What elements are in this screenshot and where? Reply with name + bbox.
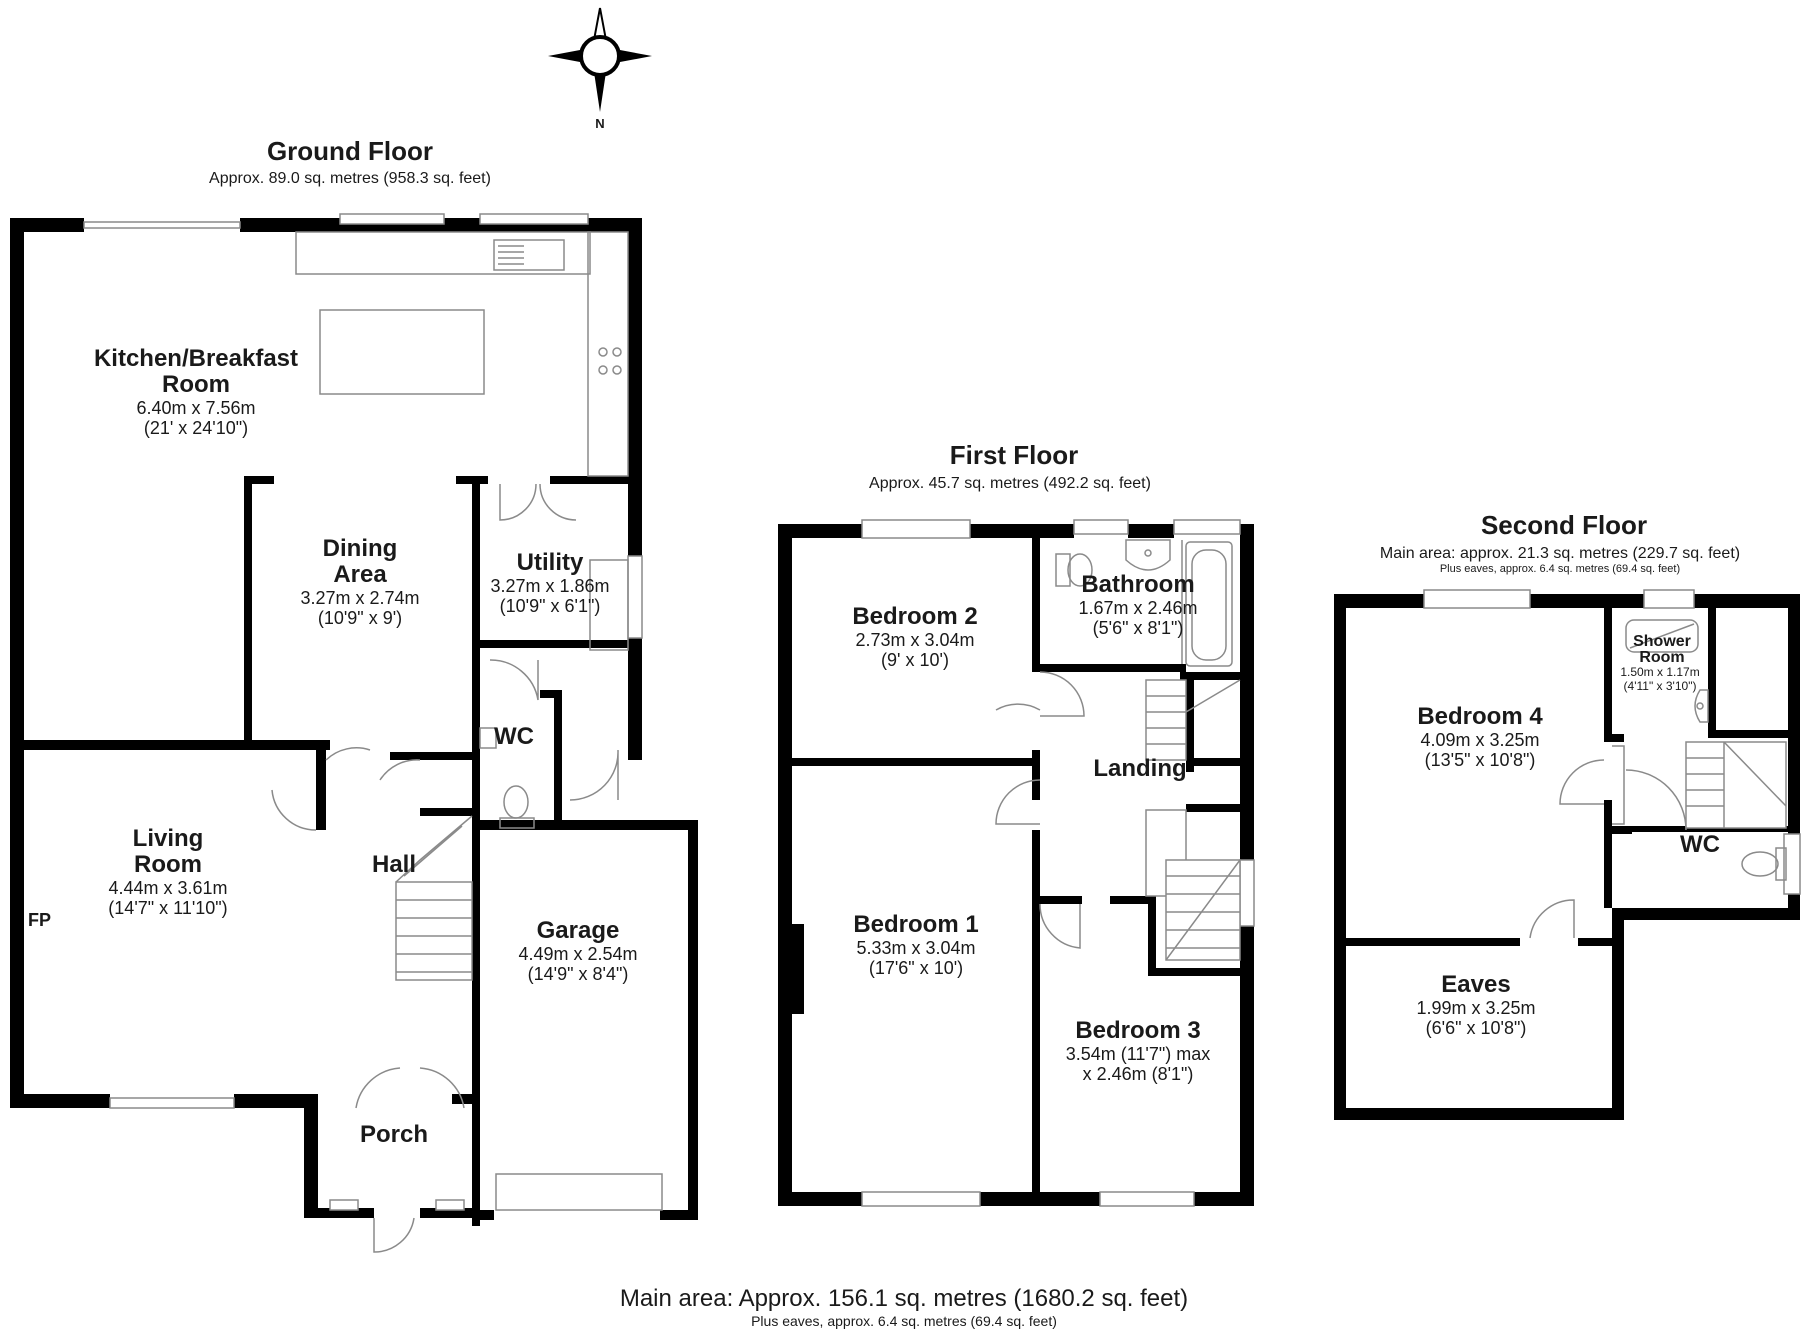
bedroom3-metric: 3.54m (11'7") max [1066,1044,1211,1064]
bedroom2-label: Bedroom 2 [852,603,977,630]
second-floor-title: Second Floor [1481,510,1647,540]
shower-room-label-1: Shower [1633,633,1691,650]
compass-icon: N [548,7,652,131]
utility-metric: 3.27m x 1.86m [490,576,609,596]
bedroom3-label: Bedroom 3 [1075,1017,1200,1044]
bedroom4-imperial: (13'5" x 10'8") [1425,750,1536,770]
living-label-2: Room [134,851,202,878]
bedroom2-imperial: (9' x 10') [881,650,949,670]
kitchen-imperial: (21' x 24'10") [144,418,248,438]
utility-imperial: (10'9" x 6'1") [500,596,601,616]
eaves-imperial: (6'6" x 10'8") [1426,1018,1527,1038]
kitchen-label-2: Room [162,371,230,398]
bathroom-imperial: (5'6" x 8'1") [1093,618,1184,638]
garage-metric: 4.49m x 2.54m [518,944,637,964]
second-floor-stairs [1685,741,1787,829]
second-floor: Second Floor Main area: approx. 21.3 sq.… [1334,510,1801,1120]
kitchen-metric: 6.40m x 7.56m [136,398,255,418]
ground-wc-label: WC [494,723,534,750]
second-wc-label: WC [1680,831,1720,858]
living-label-1: Living [133,825,204,852]
dining-label-2: Area [333,561,387,588]
dining-metric: 3.27m x 2.74m [300,588,419,608]
ground-floor: Ground Floor Approx. 89.0 sq. metres (95… [10,136,698,1253]
shower-room-imperial: (4'11" x 3'10") [1624,679,1697,693]
compass-north-label: N [595,116,604,131]
garage-label: Garage [537,917,620,944]
bathroom-label: Bathroom [1081,571,1194,598]
bedroom3-imperial: x 2.46m (8'1") [1083,1064,1194,1084]
garage-imperial: (14'9" x 8'4") [528,964,629,984]
bedroom4-label: Bedroom 4 [1417,703,1543,730]
bedroom1-metric: 5.33m x 3.04m [856,938,975,958]
fireplace-label: FP [28,910,51,930]
utility-label: Utility [517,549,584,576]
first-floor: First Floor Approx. 45.7 sq. metres (492… [778,440,1255,1207]
eaves-label: Eaves [1441,971,1510,998]
second-floor-area: Main area: approx. 21.3 sq. metres (229.… [1380,545,1740,562]
ground-floor-area: Approx. 89.0 sq. metres (958.3 sq. feet) [209,170,491,187]
ground-floor-title: Ground Floor [267,136,433,166]
dining-imperial: (10'9" x 9') [318,608,402,628]
first-floor-title: First Floor [950,440,1079,470]
bedroom1-label: Bedroom 1 [853,911,978,938]
hall-stairs [395,815,473,981]
landing-stairs [1145,679,1241,961]
dining-label-1: Dining [323,535,398,562]
total-eaves-area: Plus eaves, approx. 6.4 sq. metres (69.4… [751,1313,1057,1329]
shower-room-metric: 1.50m x 1.17m [1620,665,1699,679]
bathroom-metric: 1.67m x 2.46m [1078,598,1197,618]
hall-label: Hall [372,851,416,878]
second-floor-eaves-area: Plus eaves, approx. 6.4 sq. metres (69.4… [1440,563,1680,575]
bedroom2-metric: 2.73m x 3.04m [855,630,974,650]
eaves-metric: 1.99m x 3.25m [1416,998,1535,1018]
kitchen-label-1: Kitchen/Breakfast [94,345,298,372]
bedroom4-metric: 4.09m x 3.25m [1420,730,1539,750]
total-main-area: Main area: Approx. 156.1 sq. metres (168… [620,1285,1188,1312]
bedroom1-imperial: (17'6" x 10') [869,958,963,978]
landing-label: Landing [1093,755,1186,782]
first-floor-area: Approx. 45.7 sq. metres (492.2 sq. feet) [869,475,1151,492]
porch-label: Porch [360,1121,428,1148]
living-metric: 4.44m x 3.61m [108,878,227,898]
shower-room-label-2: Room [1639,649,1684,666]
living-imperial: (14'7" x 11'10") [108,898,227,918]
